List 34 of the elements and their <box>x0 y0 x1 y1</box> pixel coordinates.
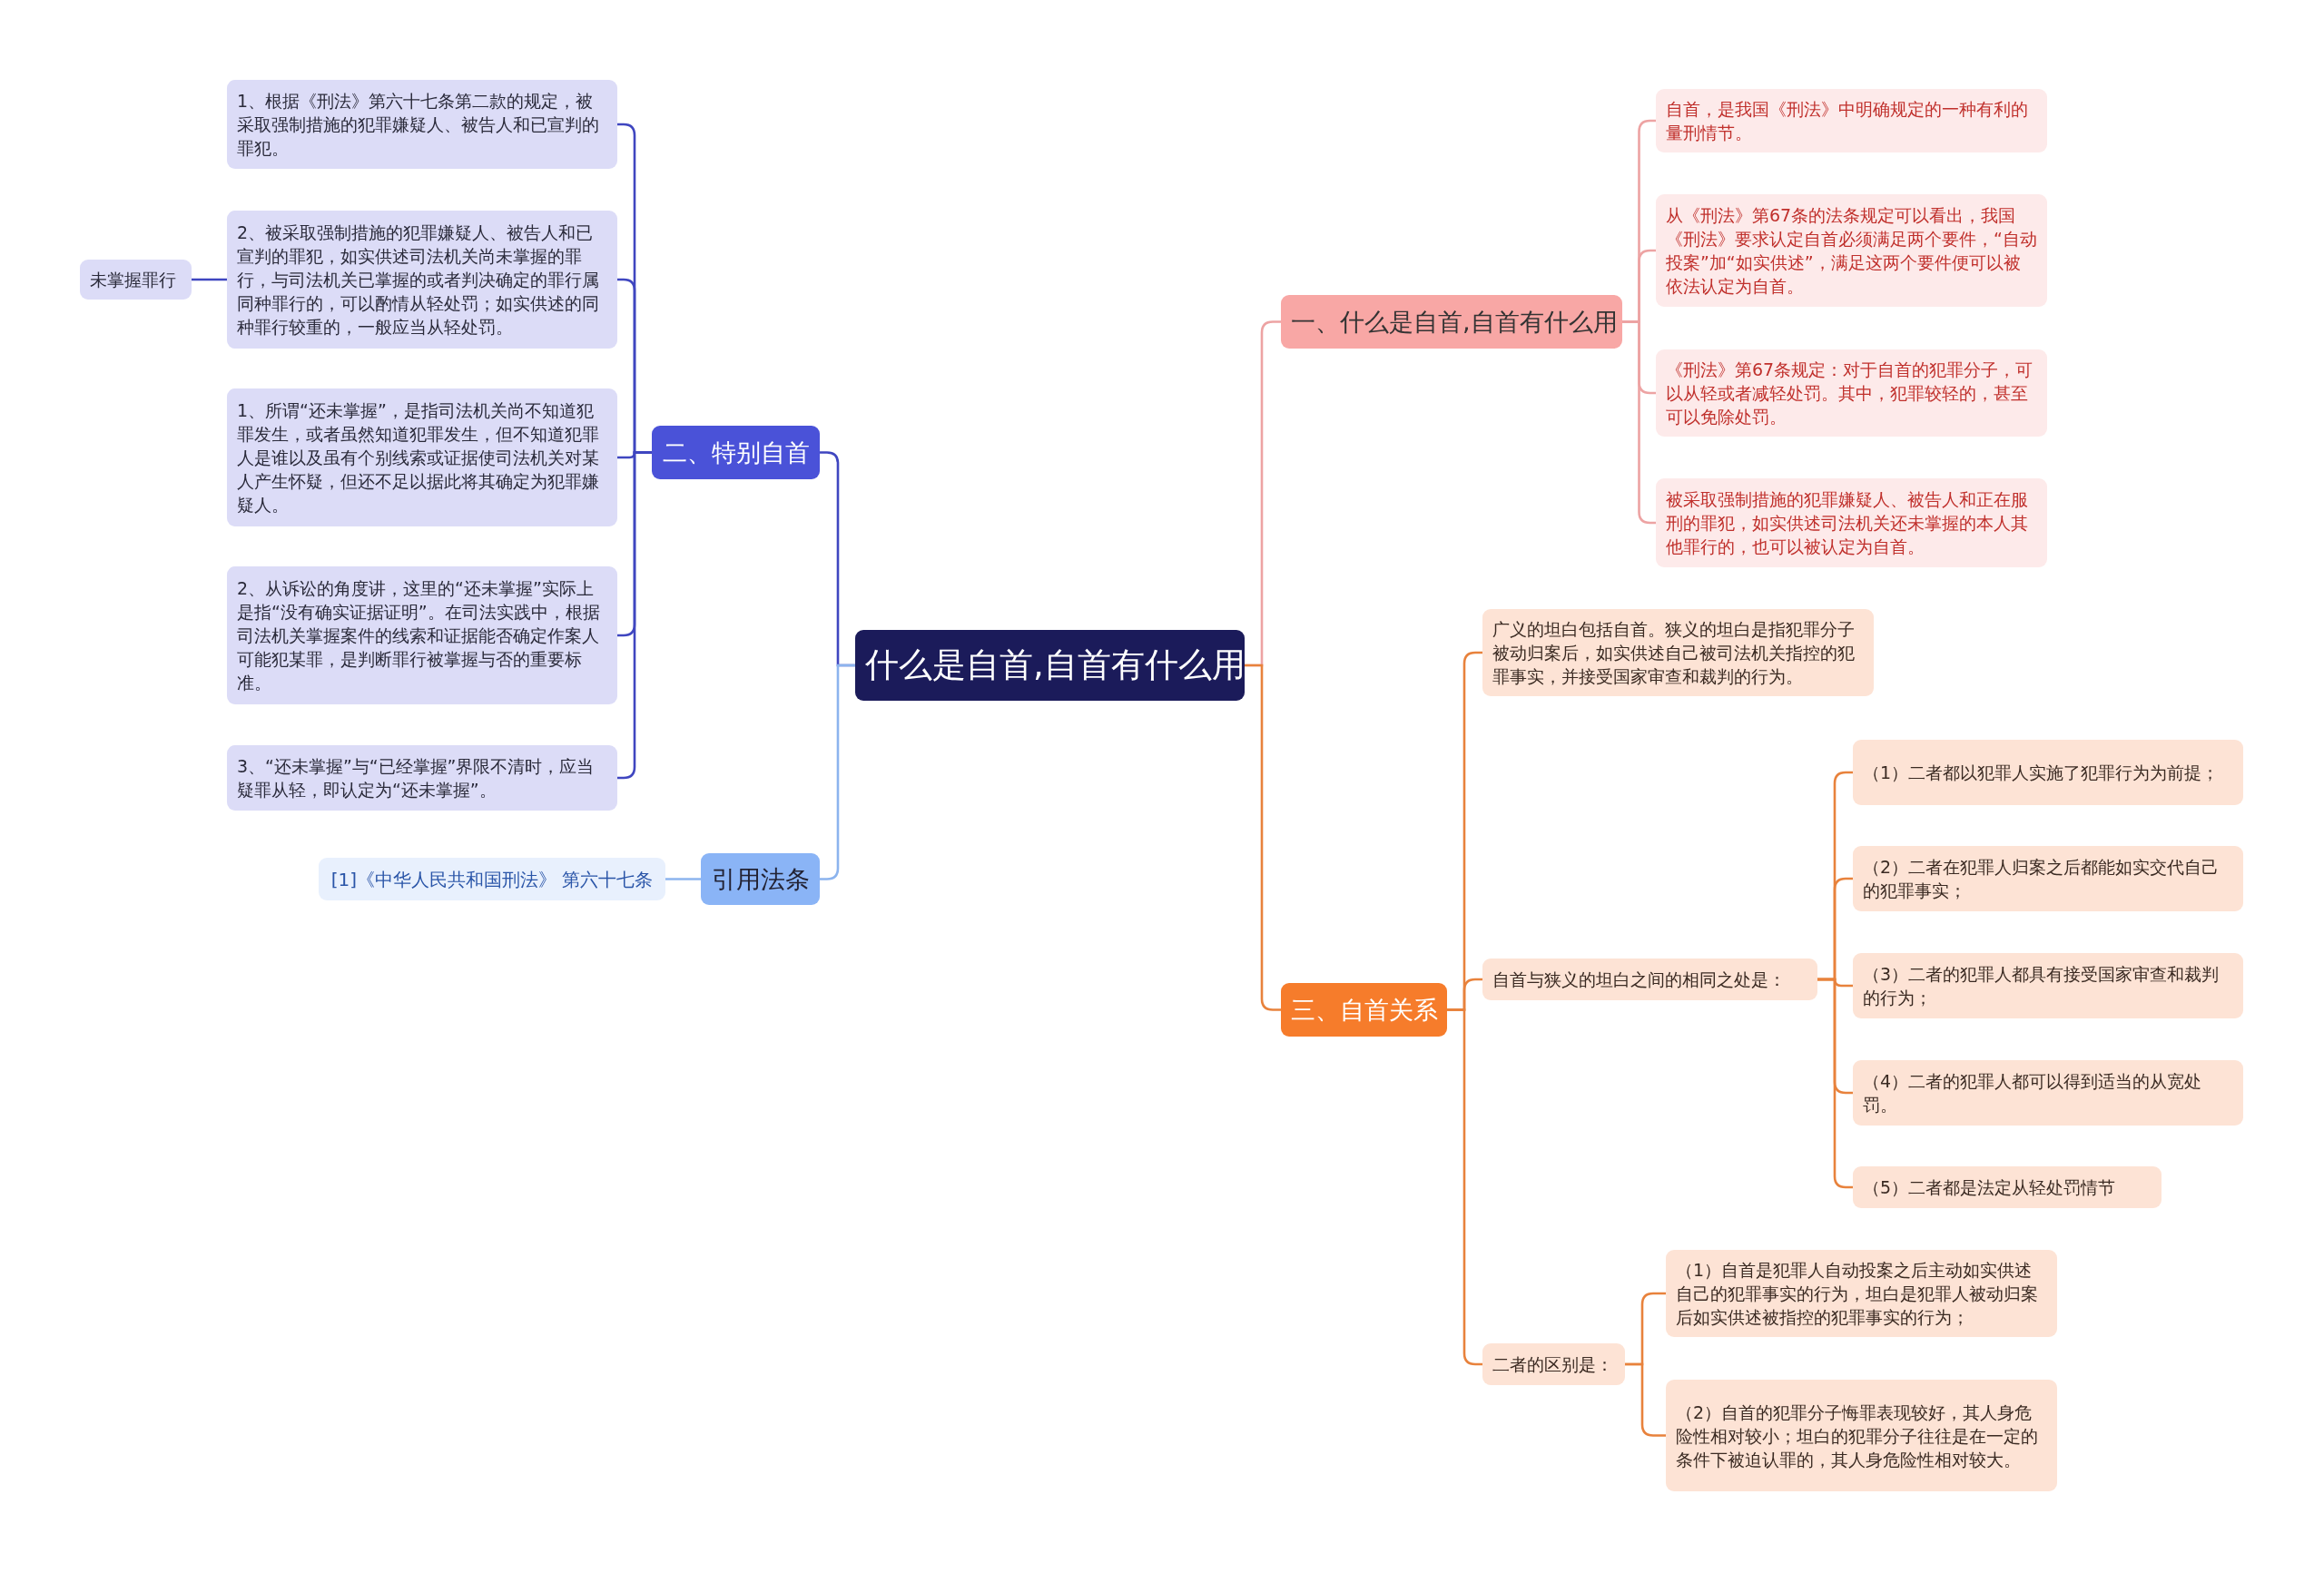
note-box: 《刑法》第67条规定：对于自首的犯罪分子，可以从轻或者减轻处罚。其中，犯罪较轻的，甚至可以免除处罚。 <box>1656 349 2047 437</box>
connector-line <box>1622 320 1656 525</box>
note-box: （3）二者的犯罪人都具有接受国家审查和裁判的行为； <box>1853 953 2243 1018</box>
note-box: 2、被采取强制措施的犯罪嫌疑人、被告人和已宣判的罪犯，如实供述司法机关尚未掌握的罪行，与司法机关已掌握的或者判决确定的罪行属同种罪行的，可以酌情从轻处罚；如实供述的同种罪行较重的，一般应当从轻处罚。 <box>227 211 617 349</box>
note-box: 2、从诉讼的角度讲，这里的“还未掌握”实际上是指“没有确实证据证明”。在司法实践中，根据司法机关掌握案件的线索和证据能否确定作案人可能犯某罪，是判断罪行被掌握与否的重要标准。 <box>227 566 617 704</box>
connector-line <box>665 878 701 880</box>
note-box: （4）二者的犯罪人都可以得到适当的从宽处罚。 <box>1853 1060 2243 1126</box>
note-box: 1、根据《刑法》第六十七条第二款的规定，被采取强制措施的犯罪嫌疑人、被告人和已宣判的罪犯。 <box>227 80 617 169</box>
connector-line <box>1447 1008 1482 1366</box>
note-box: （1）二者都以犯罪人实施了犯罪行为为前提； <box>1853 740 2243 805</box>
note-box: 从《刑法》第67条的法条规定可以看出，我国《刑法》要求认定自首必须满足两个要件，“自动投案”加“如实供述”，满足这两个要件便可以被依法认定为自首。 <box>1656 194 2047 307</box>
central-topic-box: 什么是自首,自首有什么用 <box>855 630 1245 701</box>
note-box: 未掌握罪行 <box>80 260 192 300</box>
connector-line <box>1625 1362 1666 1437</box>
note-box: 1、所谓“还未掌握”，是指司法机关尚不知道犯罪发生，或者虽然知道犯罪发生，但不知道犯罪人是谁以及虽有个别线索或证据使司法机关对某人产生怀疑，但还不足以据此将其确定为犯罪嫌疑人。 <box>227 388 617 526</box>
connector-line <box>820 664 855 880</box>
note-box: 3、“还未掌握”与“已经掌握”界限不清时，应当疑罪从轻，即认定为“还未掌握”。 <box>227 745 617 811</box>
branch-topic-box: 二、特别自首 <box>652 426 820 479</box>
note-box: 二者的区别是： <box>1482 1343 1625 1385</box>
branch-topic-box: 三、自首关系 <box>1281 983 1447 1037</box>
note-box: 广义的坦白包括自首。狭义的坦白是指犯罪分子被动归案后，如实供述自己被司法机关指控的犯罪事实，并接受国家审查和裁判的行为。 <box>1482 609 1874 696</box>
connector-line <box>192 278 227 281</box>
note-box: （2）二者在犯罪人归案之后都能如实交代自己的犯罪事实； <box>1853 846 2243 911</box>
connector-line <box>1245 664 1281 1011</box>
citation-box: [1]《中华人民共和国刑法》 第六十七条 <box>319 858 665 900</box>
note-box: （1）自首是犯罪人自动投案之后主动如实供述自己的犯罪事实的行为，坦白是犯罪人被动归案后如实供述被指控的犯罪事实的行为； <box>1666 1250 2057 1337</box>
note-box: 被采取强制措施的犯罪嫌疑人、被告人和正在服刑的罪犯，如实供述司法机关还未掌握的本人其他罪行的，也可以被认定为自首。 <box>1656 478 2047 567</box>
note-box: （2）自首的犯罪分子悔罪表现较好，其人身危险性相对较小；坦白的犯罪分子往往是在一定的条件下被迫认罪的，其人身危险性相对较大。 <box>1666 1380 2057 1491</box>
connector-line <box>1817 978 1853 1189</box>
note-box: 自首与狭义的坦白之间的相同之处是： <box>1482 959 1817 1000</box>
note-box: （5）二者都是法定从轻处罚情节 <box>1853 1166 2162 1208</box>
branch-topic-box: 引用法条 <box>701 853 820 905</box>
note-box: 自首，是我国《刑法》中明确规定的一种有利的量刑情节。 <box>1656 89 2047 152</box>
branch-topic-box: 一、什么是自首,自首有什么用 <box>1281 295 1622 349</box>
